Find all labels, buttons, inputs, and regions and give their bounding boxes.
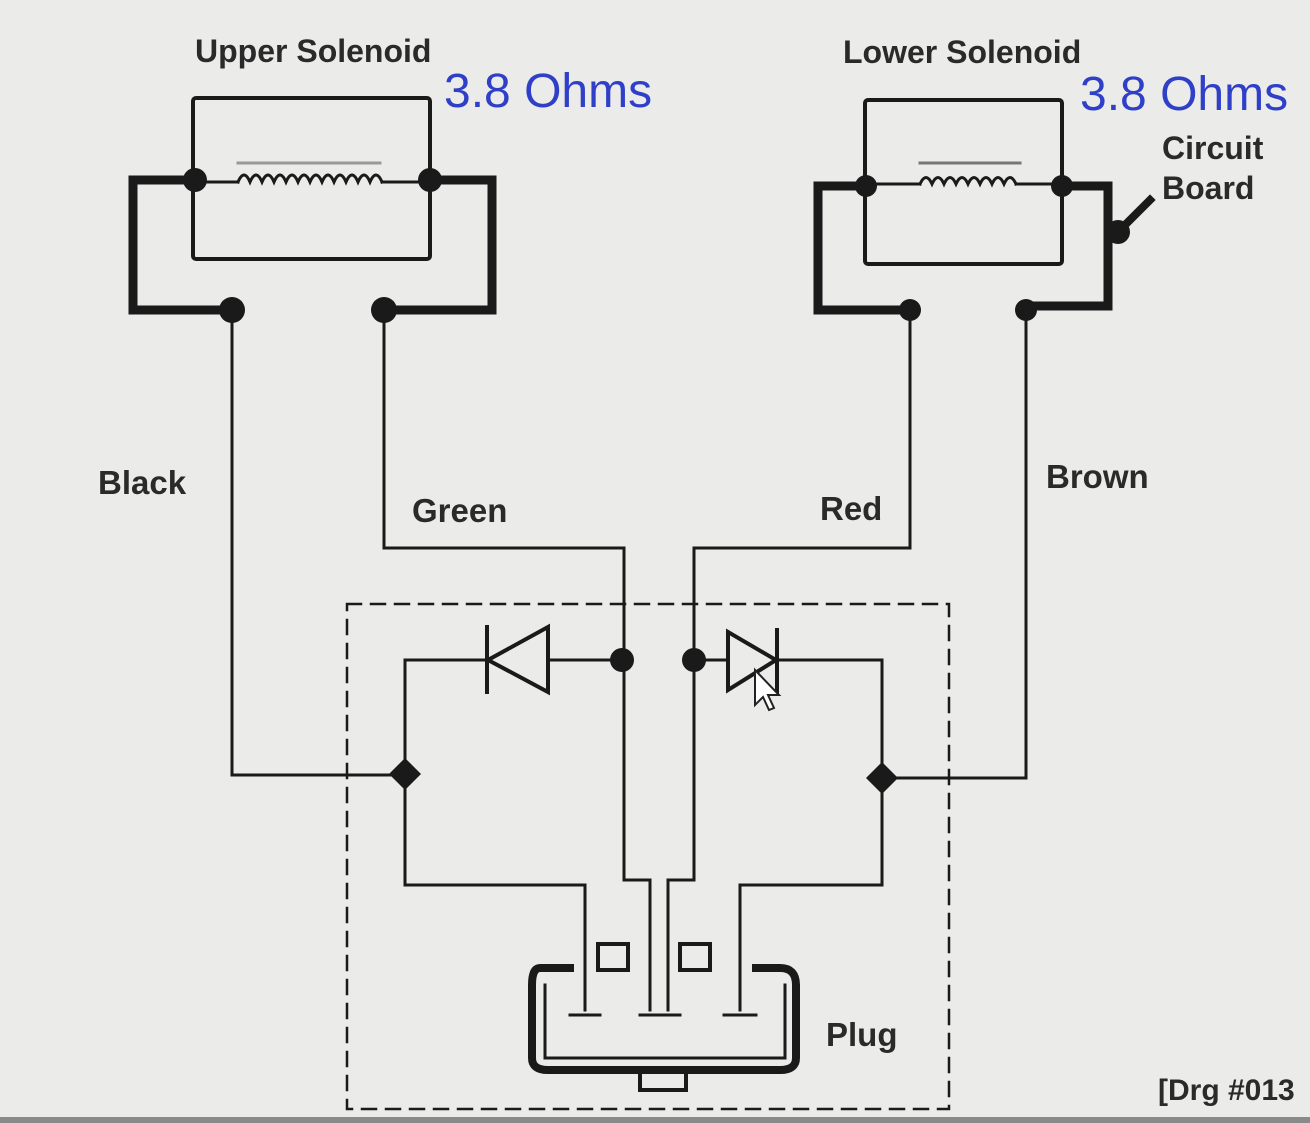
wire-black xyxy=(230,308,407,777)
lower-resistance-label: 3.8 Ohms xyxy=(1080,68,1289,121)
lower-solenoid-label: Lower Solenoid xyxy=(843,34,1082,70)
circuit-board-label-line2: Board xyxy=(1162,170,1255,206)
drawing-reference: [Drg #013 xyxy=(1158,1074,1295,1107)
window-bottom-edge xyxy=(0,1117,1310,1123)
wire-green-label: Green xyxy=(412,492,508,529)
circuit-board-label-line1: Circuit xyxy=(1162,130,1264,166)
wire-brown xyxy=(880,304,1028,780)
plug-connector xyxy=(528,942,800,1092)
wire-red xyxy=(692,308,912,882)
upper-resistance-label: 3.8 Ohms xyxy=(444,65,653,118)
diode-right xyxy=(726,628,780,694)
plug-label: Plug xyxy=(826,1016,898,1053)
junctions xyxy=(183,168,1130,794)
mouse-cursor-icon xyxy=(754,667,782,712)
lower-solenoid xyxy=(813,98,1156,315)
wire-red-label: Red xyxy=(820,490,883,527)
diode-left xyxy=(483,623,550,696)
wire-green xyxy=(382,308,626,882)
upper-solenoid xyxy=(128,96,497,315)
wire-brown-label: Brown xyxy=(1046,458,1149,495)
lower-coil xyxy=(918,176,1018,188)
upper-solenoid-label: Upper Solenoid xyxy=(195,33,432,69)
wire-black-label: Black xyxy=(98,464,187,501)
module-boundary xyxy=(345,602,951,1111)
upper-coil xyxy=(236,173,384,186)
